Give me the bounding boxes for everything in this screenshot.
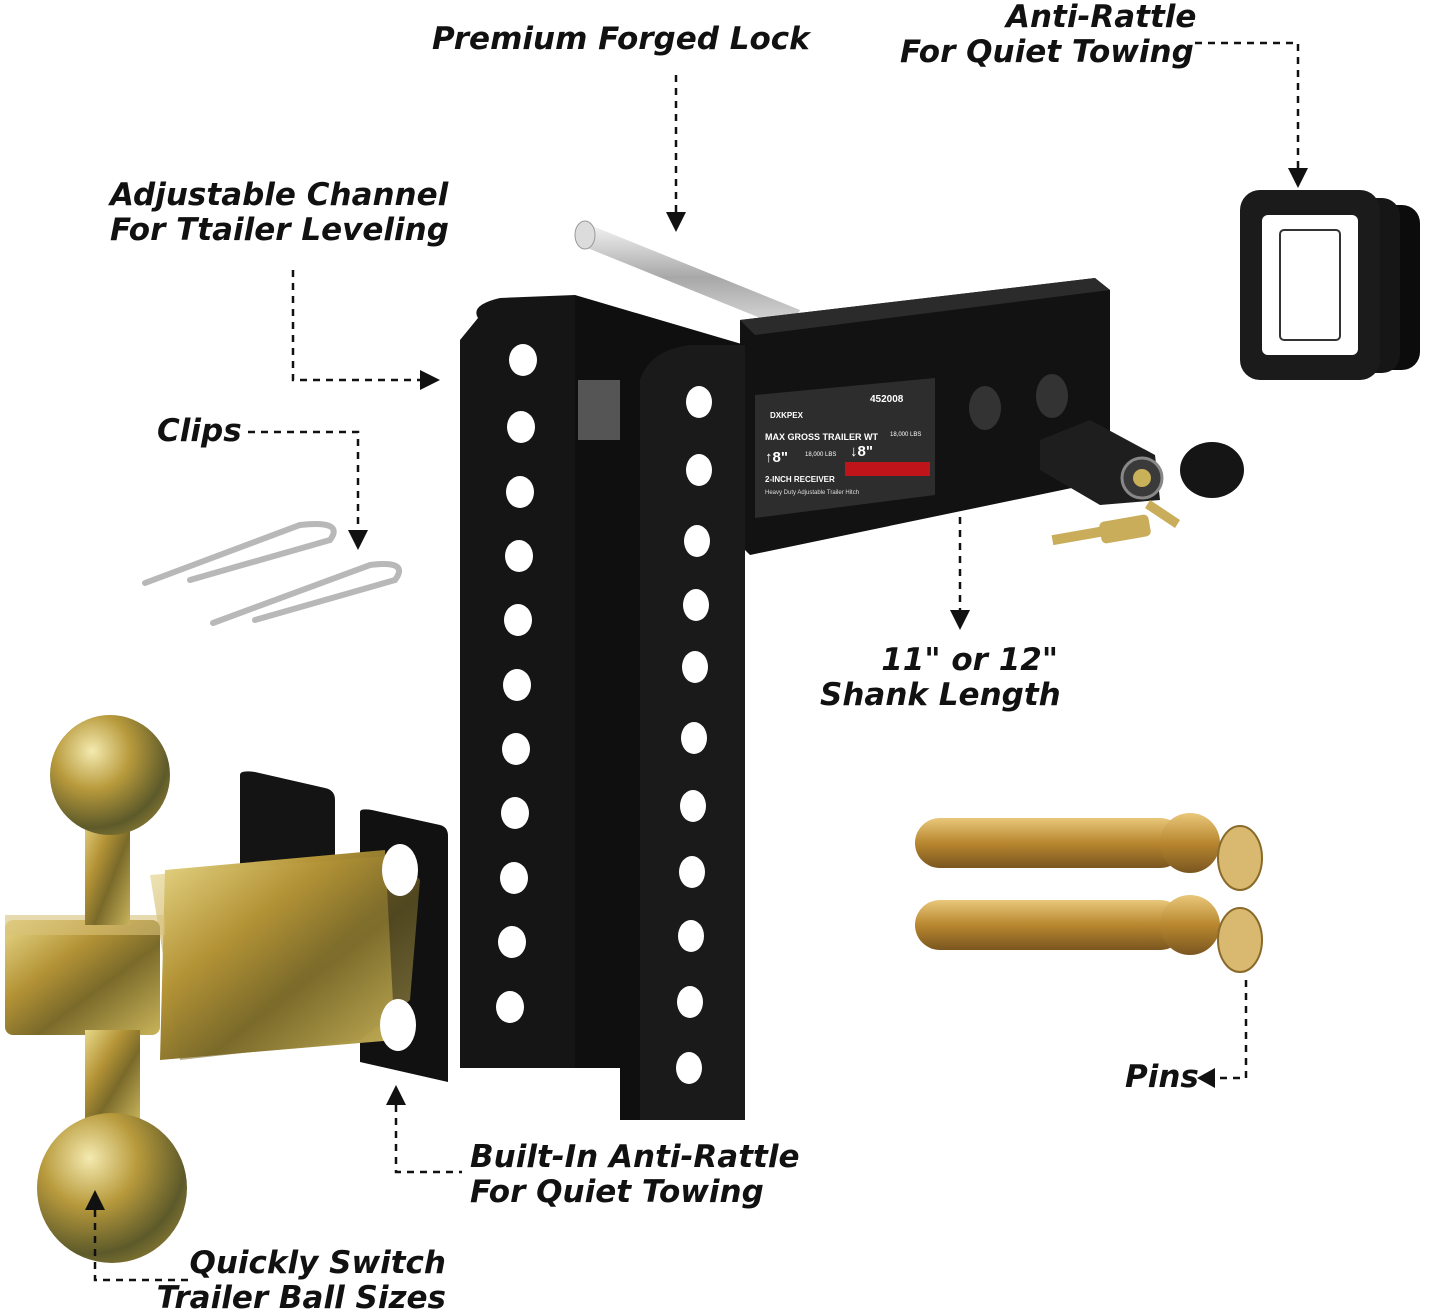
shank-tube: 452008 DXKPEX MAX GROSS TRAILER WT ↑8" 1… [740, 278, 1110, 555]
callout-shank: 11" or 12" Shank Length [820, 642, 1061, 713]
callout-anti-rattle-top: Anti-Rattle For Quiet Towing [900, 0, 1197, 70]
callout-builtin-line2: For Quiet Towing [470, 1174, 764, 1210]
label-model: 452008 [870, 394, 904, 405]
label-heading: MAX GROSS TRAILER WT [765, 432, 878, 442]
receiver-lock [1040, 420, 1244, 546]
leader-lines [85, 41, 1308, 1282]
callout-pins: Pins [1125, 1060, 1199, 1095]
callout-pins-text: Pins [1125, 1059, 1199, 1095]
callout-shank-line1: 11" or 12" [881, 642, 1058, 678]
label-plate: 452008 DXKPEX MAX GROSS TRAILER WT ↑8" 1… [755, 378, 935, 518]
label-receiver: 2-INCH RECEIVER [765, 475, 835, 484]
callout-switch-line2: Trailer Ball Sizes [156, 1280, 446, 1313]
callout-builtin-anti-rattle: Built-In Anti-Rattle For Quiet Towing [470, 1140, 799, 1210]
label-desc: Heavy Duty Adjustable Trailer Hitch [765, 490, 859, 496]
callout-quick-switch: Quickly Switch Trailer Ball Sizes [150, 1246, 446, 1313]
callout-channel-line1: Adjustable Channel [110, 177, 449, 213]
label-drop: ↓8" [850, 443, 873, 460]
callout-forged-lock: Premium Forged Lock [432, 22, 810, 57]
label-brand: DXKPEX [770, 411, 804, 420]
anti-rattle-block [1240, 190, 1420, 380]
callout-forged-lock-text: Premium Forged Lock [432, 21, 810, 57]
clips [142, 521, 403, 626]
forged-lock-pin [574, 220, 800, 330]
drop-channel [460, 295, 745, 1120]
callout-anti-rattle-top-line1: Anti-Rattle [1006, 0, 1197, 35]
label-capacity-left: 18,000 LBS [805, 452, 836, 458]
callout-switch-line1: Quickly Switch [189, 1245, 446, 1281]
callout-shank-line2: Shank Length [820, 677, 1061, 713]
pins [915, 813, 1263, 973]
label-rise: ↑8" [765, 449, 788, 466]
callout-builtin-line1: Built-In Anti-Rattle [470, 1139, 800, 1175]
callout-anti-rattle-top-line2: For Quiet Towing [900, 34, 1194, 70]
callout-channel: Adjustable Channel For Ttailer Leveling [110, 177, 449, 248]
ball-mount [5, 715, 420, 1263]
callout-clips: Clips [157, 414, 242, 449]
callout-clips-text: Clips [157, 413, 242, 449]
label-capacity-right: 18,000 LBS [890, 432, 921, 438]
callout-channel-line2: For Ttailer Leveling [110, 212, 449, 248]
